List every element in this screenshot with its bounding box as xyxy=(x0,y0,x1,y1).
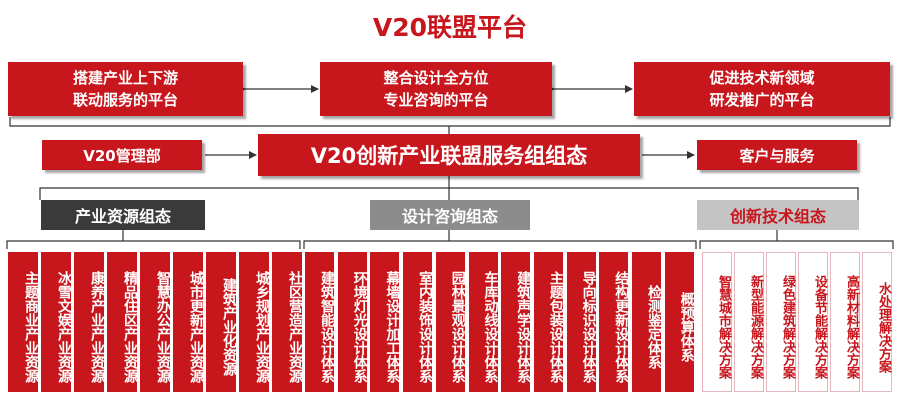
client-service-box: 客户与服务 xyxy=(697,140,857,170)
group3-item: 新型能源解决方案 xyxy=(734,252,764,392)
group1-item: 建筑产业化资源 xyxy=(206,252,237,392)
top-box-industry: 搭建产业上下游联动服务的平台 xyxy=(8,62,243,116)
group1-item: 康养产业产业资源 xyxy=(74,252,105,392)
group2-item: 主题包装设计体系 xyxy=(533,252,564,392)
group2-item: 环境灯光设计体系 xyxy=(337,252,368,392)
group2-item: 园林景观设计体系 xyxy=(435,252,466,392)
management-box: V20管理部 xyxy=(42,140,202,170)
group2-item: 概预算体系 xyxy=(664,252,695,392)
group1-item: 城市更新产业资源 xyxy=(173,252,204,392)
group1-item: 城乡规划产业资源 xyxy=(239,252,270,392)
group1-item: 冰雪文娱产业资源 xyxy=(41,252,72,392)
top-box-design: 整合设计全方位专业咨询的平台 xyxy=(320,62,552,116)
group2-item: 结构更新设计体系 xyxy=(599,252,629,392)
group2-item: 幕墙设计加工体系 xyxy=(370,252,400,392)
category-industry-resources: 产业资源组态 xyxy=(41,200,205,230)
group2-bracket xyxy=(303,240,697,249)
group3-item: 高新材料解决方案 xyxy=(830,252,860,392)
group1-bracket xyxy=(6,240,301,249)
group1-item: 智慧办公产业资源 xyxy=(140,252,171,392)
group1-item: 主题商业产业资源 xyxy=(8,252,39,392)
group2-item: 建筑声学设计体系 xyxy=(501,252,531,392)
group3-item: 水处理解决方案 xyxy=(862,252,892,392)
group1-item: 社区营造产业资源 xyxy=(272,252,303,392)
group2-item: 车库动线设计体系 xyxy=(468,252,499,392)
group2-item: 导向标识设计体系 xyxy=(566,252,597,392)
group2-item: 室内装饰设计体系 xyxy=(403,252,433,392)
group3-bracket xyxy=(699,240,894,249)
group1-item: 精品住区产业资源 xyxy=(107,252,138,392)
center-box: V20创新产业联盟服务组组态 xyxy=(258,134,640,176)
page-title: V20联盟平台 xyxy=(372,13,528,42)
group3-item: 绿色建筑解决方案 xyxy=(766,252,796,392)
category-innovation-tech: 创新技术组态 xyxy=(697,200,859,230)
category-design-consulting: 设计咨询组态 xyxy=(370,200,530,230)
group2-item: 检测鉴定体系 xyxy=(632,252,662,392)
top-box-tech: 促进技术新领域研发推广的平台 xyxy=(634,62,890,116)
group3-item: 设备节能解决方案 xyxy=(798,252,828,392)
group2-item: 建筑智能设计体系 xyxy=(305,252,335,392)
group3-item: 智慧城市解决方案 xyxy=(702,252,732,392)
top-bracket xyxy=(9,117,891,127)
